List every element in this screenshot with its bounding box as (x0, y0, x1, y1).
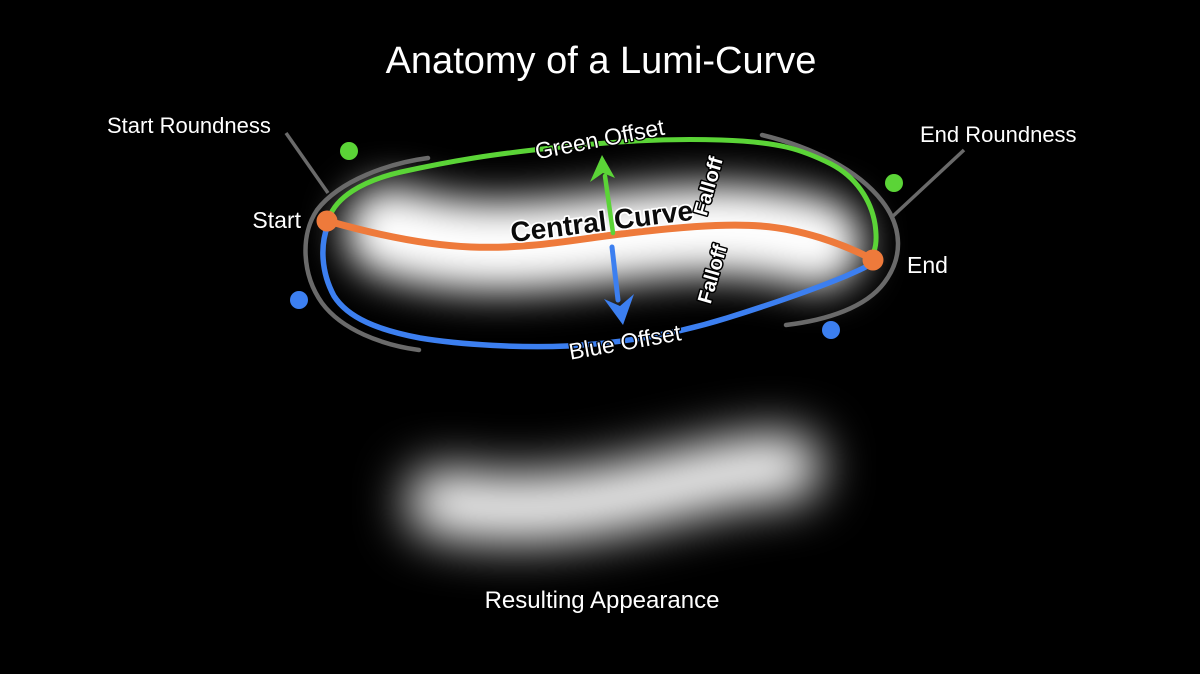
start-roundness-leader (284, 131, 330, 195)
end-point-label: End (907, 252, 948, 278)
blue-offset-arrowhead (604, 294, 634, 325)
page-title: Anatomy of a Lumi-Curve (386, 40, 817, 82)
end-dot (862, 249, 884, 271)
start-roundness-label: Start Roundness (107, 113, 271, 138)
blue-offset-curve (320, 222, 875, 350)
end-roundness-leader (890, 148, 966, 219)
blue-offset-dot-right (822, 321, 840, 339)
green-offset-arrowhead (590, 155, 615, 182)
end-roundness-label: End Roundness (920, 122, 1077, 147)
green-offset-curve (326, 136, 879, 254)
start-point-label: Start (252, 207, 301, 233)
central-curve-line (324, 217, 876, 263)
green-offset-arrow-shaft (602, 173, 616, 236)
blue-offset-label: Blue Offset (567, 319, 684, 364)
result-caption: Resulting Appearance (485, 587, 720, 614)
end-roundness-arc (759, 132, 901, 328)
green-offset-label: Green Offset (533, 114, 667, 165)
blue-offset-arrow-shaft (609, 244, 621, 303)
green-offset-dot-left (340, 142, 358, 160)
start-dot (316, 210, 338, 232)
result-glow (407, 434, 821, 542)
blue-offset-dot-left (290, 291, 308, 309)
start-roundness-arc (303, 155, 431, 353)
green-offset-dot-right (885, 174, 903, 192)
